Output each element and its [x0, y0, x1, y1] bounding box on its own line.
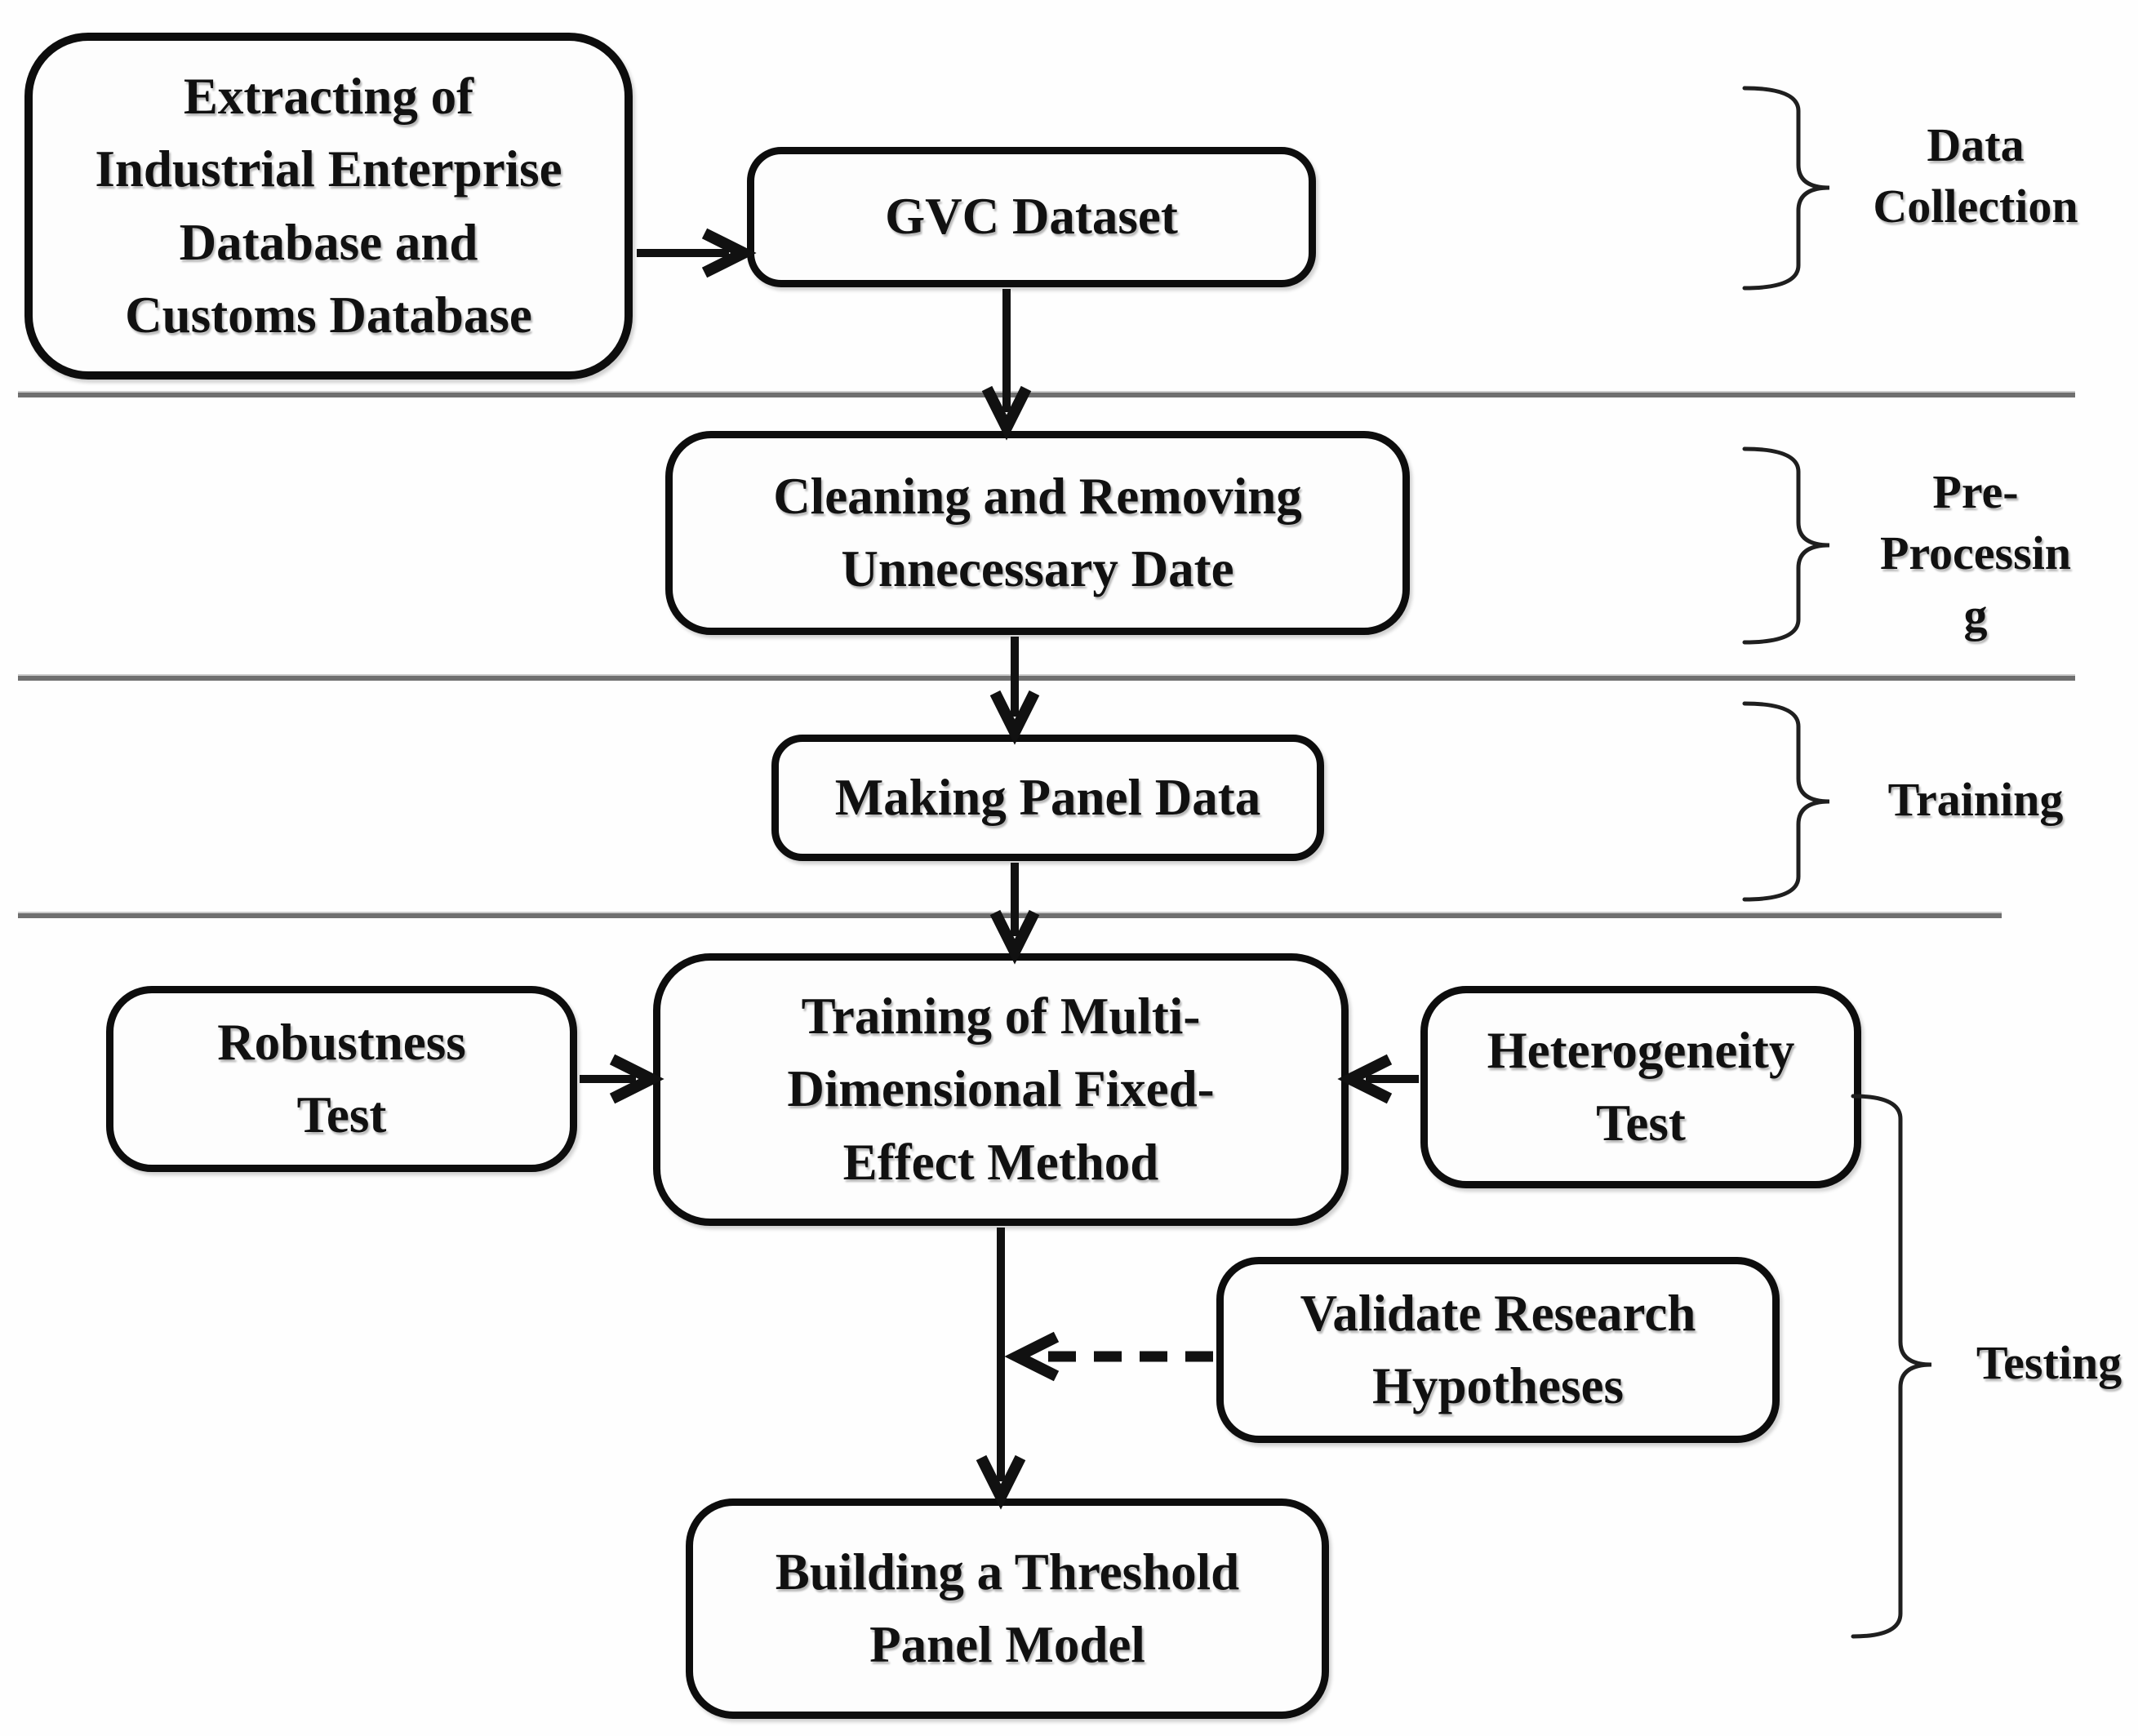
node-robustness-test-label: Robustness Test: [217, 1013, 466, 1143]
stage-label-data-collection: Data Collection: [1873, 118, 2078, 233]
stage-divider-3: [18, 913, 2002, 918]
node-validate-research-hypotheses: Validate Research Hypotheses: [1216, 1257, 1780, 1443]
node-cleaning-removing-data: Cleaning and Removing Unnecessary Date: [665, 431, 1410, 635]
node-building-threshold-panel-model-label: Building a Threshold Panel Model: [775, 1543, 1240, 1673]
arrow-panel-to-training: [989, 863, 1040, 965]
stage-label-training: Training: [1887, 773, 2064, 826]
brace-testing: [1851, 1094, 1932, 1639]
arrow-cleaning-to-panel: [989, 637, 1040, 745]
node-training-fixed-effect-method-label: Training of Multi- Dimensional Fixed- Ef…: [787, 987, 1215, 1191]
brace-data-collection: [1742, 86, 1830, 291]
brace-training: [1742, 701, 1830, 902]
stage-label-testing: Testing: [1976, 1336, 2122, 1389]
stage-label-pre-processing: Pre- Processin g: [1879, 465, 2072, 642]
node-cleaning-removing-data-label: Cleaning and Removing Unnecessary Date: [773, 467, 1302, 597]
arrow-gvc-to-cleaning: [981, 289, 1032, 441]
node-validate-research-hypotheses-label: Validate Research Hypotheses: [1300, 1284, 1696, 1414]
arrow-training-to-building: [976, 1228, 1026, 1510]
arrow-heterogeneity-to-training: [1337, 1054, 1419, 1104]
node-heterogeneity-test-label: Heterogeneity Test: [1487, 1021, 1795, 1152]
node-training-fixed-effect-method: Training of Multi- Dimensional Fixed- Ef…: [653, 953, 1349, 1226]
arrow-validate-to-flow-dashed: [1004, 1331, 1213, 1382]
node-gvc-dataset-label: GVC Dataset: [885, 188, 1178, 246]
node-robustness-test: Robustness Test: [106, 986, 577, 1172]
node-extract-databases-label: Extracting of Industrial Enterprise Data…: [95, 67, 562, 344]
stage-divider-1: [18, 393, 2075, 397]
node-making-panel-data-label: Making Panel Data: [834, 768, 1261, 826]
arrow-extract-to-gvc: [637, 228, 757, 278]
node-making-panel-data: Making Panel Data: [771, 735, 1324, 861]
stage-divider-2: [18, 676, 2075, 681]
node-heterogeneity-test: Heterogeneity Test: [1420, 986, 1861, 1188]
node-building-threshold-panel-model: Building a Threshold Panel Model: [686, 1498, 1329, 1719]
node-extract-databases: Extracting of Industrial Enterprise Data…: [24, 33, 633, 380]
node-gvc-dataset: GVC Dataset: [747, 147, 1316, 287]
arrow-robustness-to-training: [580, 1054, 665, 1104]
brace-pre-processing: [1742, 446, 1830, 645]
